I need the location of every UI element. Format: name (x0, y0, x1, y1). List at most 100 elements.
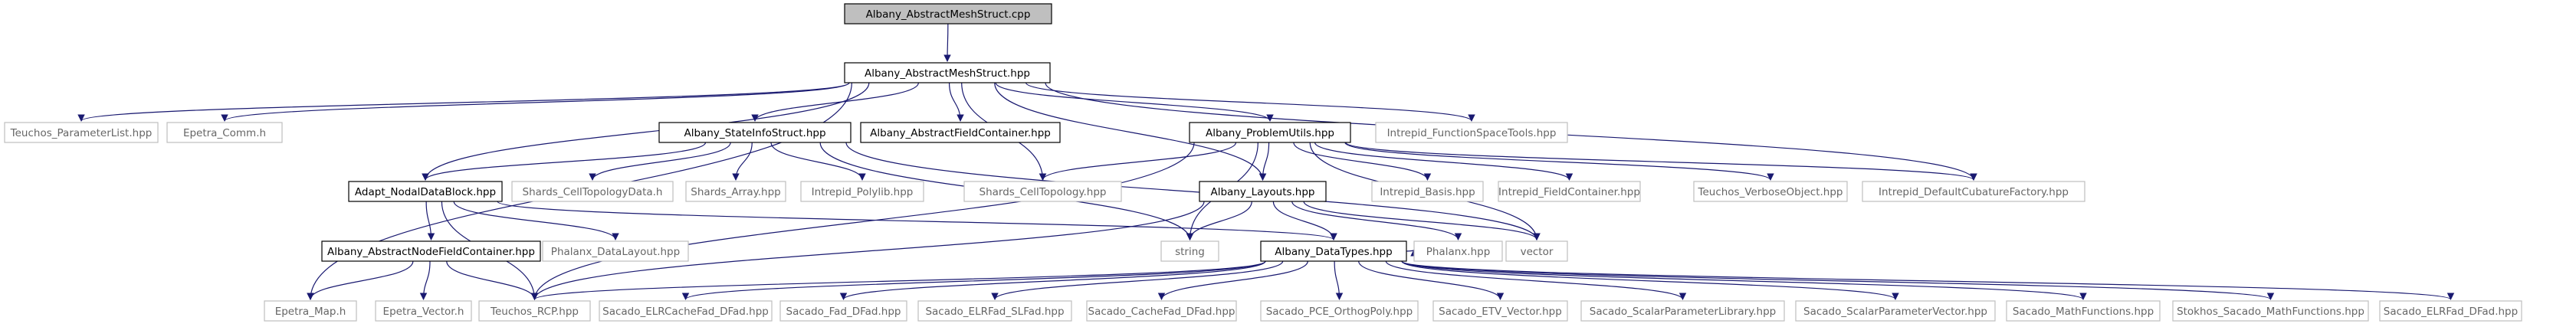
edge-adt-to-s9 (1401, 260, 2087, 300)
node-label: Intrepid_FunctionSpaceTools.hpp (1387, 127, 1557, 139)
node-box (1498, 181, 1641, 202)
node-ibasis[interactable]: Intrepid_Basis.hpp (1371, 181, 1484, 202)
node-hpp[interactable]: Albany_AbstractMeshStruct.hpp (844, 62, 1051, 83)
node-label: Albany_AbstractMeshStruct.cpp (866, 8, 1031, 21)
node-box (1413, 240, 1503, 262)
node-ipoly[interactable]: Intrepid_Polylib.hpp (800, 181, 924, 202)
node-s9[interactable]: Sacado_MathFunctions.hpp (2006, 300, 2161, 322)
node-s7[interactable]: Sacado_ScalarParameterLibrary.hpp (1580, 300, 1785, 322)
edge-alay-to-str (1186, 201, 1252, 240)
node-s6[interactable]: Sacado_ETV_Vector.hpp (1432, 300, 1568, 322)
edge-adt-to-s2 (839, 260, 1266, 300)
node-alay[interactable]: Albany_Layouts.hpp (1199, 181, 1327, 202)
node-ifc[interactable]: Intrepid_FieldContainer.hpp (1498, 181, 1641, 202)
node-tpl[interactable]: Teuchos_ParameterList.hpp (4, 122, 159, 143)
node-label: Phalanx.hpp (1426, 246, 1491, 258)
node-s8[interactable]: Sacado_ScalarParameterVector.hpp (1795, 300, 1996, 322)
node-tvo[interactable]: Teuchos_VerboseObject.hpp (1693, 181, 1848, 202)
node-ecomm[interactable]: Epetra_Comm.h (166, 122, 283, 143)
edge-andb-to-anfc (425, 201, 435, 240)
edge-hpp-to-alay (994, 82, 1267, 181)
node-pdl[interactable]: Phalanx_DataLayout.hpp (542, 240, 689, 262)
node-s1[interactable]: Sacado_ELRCacheFad_DFad.hpp (599, 300, 773, 322)
node-label: Intrepid_FieldContainer.hpp (1498, 186, 1640, 198)
node-apu[interactable]: Albany_ProblemUtils.hpp (1189, 122, 1351, 143)
node-emap[interactable]: Epetra_Map.h (264, 300, 357, 322)
edge-anfc-to-emap (307, 260, 414, 300)
edge-hpp-to-afc (948, 82, 964, 122)
node-s2[interactable]: Sacado_Fad_DFad.hpp (779, 300, 907, 322)
node-label: Intrepid_Polylib.hpp (812, 186, 914, 198)
node-label: Shards_CellTopologyData.h (523, 186, 663, 198)
node-anfc[interactable]: Albany_AbstractNodeFieldContainer.hpp (321, 240, 541, 262)
node-str[interactable]: string (1160, 240, 1219, 262)
node-box (1693, 181, 1848, 202)
node-box (917, 300, 1072, 322)
node-s5[interactable]: Sacado_PCE_OrthogPoly.hpp (1260, 300, 1419, 322)
node-s11[interactable]: Sacado_ELRFad_DFad.hpp (2379, 300, 2522, 322)
node-label: Teuchos_ParameterList.hpp (10, 127, 153, 139)
node-andb[interactable]: Adapt_NodalDataBlock.hpp (348, 181, 503, 202)
node-label: Albany_DataTypes.hpp (1275, 246, 1392, 258)
node-sis[interactable]: Albany_StateInfoStruct.hpp (658, 122, 852, 143)
node-box (264, 300, 357, 322)
edge-adt-to-s1 (681, 260, 1266, 300)
node-label: Albany_AbstractNodeFieldContainer.hpp (327, 246, 535, 258)
node-label: Sacado_PCE_OrthogPoly.hpp (1266, 306, 1413, 318)
node-adt[interactable]: Albany_DataTypes.hpp (1260, 240, 1407, 262)
edge-hpp-to-apu (995, 82, 1274, 122)
node-box (844, 3, 1052, 25)
node-box (542, 240, 689, 262)
edge-adt-to-s11 (1401, 260, 2454, 300)
node-label: Sacado_ELRCacheFad_DFad.hpp (602, 306, 769, 318)
node-label: Albany_StateInfoStruct.hpp (684, 127, 825, 139)
node-trcp[interactable]: Teuchos_RCP.hpp (478, 300, 591, 322)
node-label: Sacado_CacheFad_DFad.hpp (1088, 306, 1235, 318)
node-box (1260, 240, 1407, 262)
edge-hpp-to-ifst (1025, 82, 1475, 122)
node-label: Albany_Layouts.hpp (1210, 186, 1314, 198)
edge-cpp-to-hpp (943, 23, 951, 62)
node-label: Shards_CellTopology.hpp (980, 186, 1107, 198)
node-vec[interactable]: vector (1505, 240, 1568, 262)
node-box (1375, 122, 1568, 143)
node-s10[interactable]: Stokhos_Sacado_MathFunctions.hpp (2172, 300, 2369, 322)
node-s4[interactable]: Sacado_CacheFad_DFad.hpp (1086, 300, 1237, 322)
edge-adt-to-s4 (1157, 260, 1308, 300)
edge-alay-to-trcp (530, 201, 1205, 300)
edge-hpp-to-tpl (77, 82, 850, 122)
node-box (348, 181, 503, 202)
node-afc[interactable]: Albany_AbstractFieldContainer.hpp (860, 122, 1061, 143)
node-label: Sacado_ScalarParameterVector.hpp (1803, 306, 1987, 318)
node-sctd[interactable]: Shards_CellTopologyData.h (511, 181, 674, 202)
node-evec[interactable]: Epetra_Vector.h (375, 300, 472, 322)
node-box (2006, 300, 2161, 322)
node-label: string (1175, 246, 1205, 258)
node-label: Sacado_ELRFad_SLFad.hpp (925, 306, 1064, 318)
edge-adt-to-s10 (1401, 260, 2274, 300)
node-box (800, 181, 924, 202)
node-box (478, 300, 591, 322)
node-sarr[interactable]: Shards_Array.hpp (685, 181, 786, 202)
edge-apu-to-ibasis (1293, 142, 1432, 181)
nodes: Albany_AbstractMeshStruct.cppAlbany_Abst… (4, 3, 2522, 322)
edge-alay-to-adt (1272, 201, 1337, 240)
node-label: Shards_Array.hpp (691, 186, 781, 198)
node-box (2379, 300, 2522, 322)
node-label: Stokhos_Sacado_MathFunctions.hpp (2177, 306, 2364, 318)
node-box (1505, 240, 1568, 262)
node-phx[interactable]: Phalanx.hpp (1413, 240, 1503, 262)
node-sct[interactable]: Shards_CellTopology.hpp (963, 181, 1122, 202)
node-box (1432, 300, 1568, 322)
node-label: Epetra_Map.h (275, 306, 346, 318)
node-label: Sacado_ScalarParameterLibrary.hpp (1590, 306, 1776, 318)
node-cpp: Albany_AbstractMeshStruct.cpp (844, 3, 1052, 25)
edge-apu-to-ifc (1314, 142, 1573, 181)
node-idcf[interactable]: Intrepid_DefaultCubatureFactory.hpp (1862, 181, 2085, 202)
node-box (658, 122, 852, 143)
node-box (963, 181, 1122, 202)
node-s3[interactable]: Sacado_ELRFad_SLFad.hpp (917, 300, 1072, 322)
edge-sis-to-andb (422, 142, 707, 181)
edge-adt-to-s3 (991, 260, 1284, 300)
node-ifst[interactable]: Intrepid_FunctionSpaceTools.hpp (1375, 122, 1568, 143)
